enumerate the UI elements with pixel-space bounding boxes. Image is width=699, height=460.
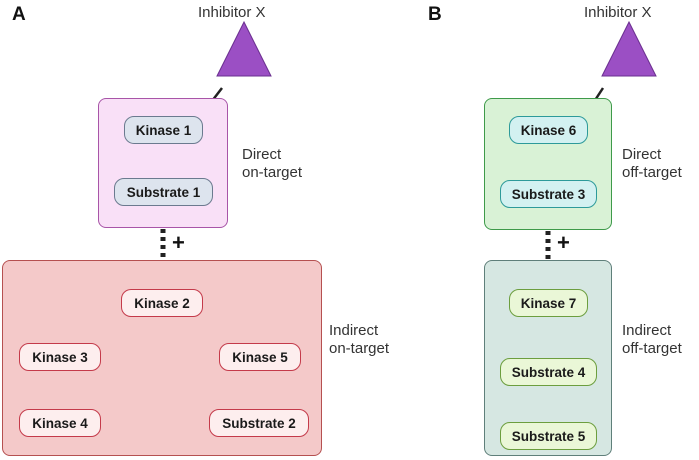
label-direct-off-target: Direct off-target [622, 146, 682, 182]
node-substrate-2: Substrate 2 [209, 409, 309, 437]
label-on-target-direct: on-target [242, 164, 303, 181]
node-kinase-4: Kinase 4 [19, 409, 101, 437]
activation-plus-b: + [557, 230, 570, 255]
label-indirect-word-b: Indirect [622, 322, 672, 339]
label-off-target-indirect: off-target [622, 340, 682, 357]
inhibitor-label-a: Inhibitor X [198, 4, 266, 21]
node-substrate-5: Substrate 5 [500, 422, 597, 450]
inhibitor-triangle-a [216, 20, 272, 77]
node-kinase-1: Kinase 1 [124, 116, 203, 144]
label-off-target-direct: off-target [622, 164, 682, 181]
node-kinase-7: Kinase 7 [509, 289, 588, 317]
label-direct-word-a: Direct [242, 146, 282, 163]
label-indirect-on-target: Indirect on-target [329, 322, 389, 358]
panel-b-letter: B [428, 4, 442, 25]
panel-a-letter: A [12, 4, 26, 25]
activation-plus-a: + [172, 230, 185, 255]
node-substrate-3: Substrate 3 [500, 180, 597, 208]
inhibitor-label-b: Inhibitor X [584, 4, 652, 21]
inhibitor-triangle-b [601, 20, 657, 77]
node-substrate-1: Substrate 1 [114, 178, 213, 206]
node-kinase-6: Kinase 6 [509, 116, 588, 144]
label-indirect-off-target: Indirect off-target [622, 322, 682, 358]
label-direct-word-b: Direct [622, 146, 662, 163]
label-direct-on-target: Direct on-target [242, 146, 302, 182]
node-kinase-3: Kinase 3 [19, 343, 101, 371]
node-kinase-2: Kinase 2 [121, 289, 203, 317]
label-on-target-indirect: on-target [329, 340, 390, 357]
node-substrate-4: Substrate 4 [500, 358, 597, 386]
node-kinase-5: Kinase 5 [219, 343, 301, 371]
label-indirect-word-a: Indirect [329, 322, 379, 339]
